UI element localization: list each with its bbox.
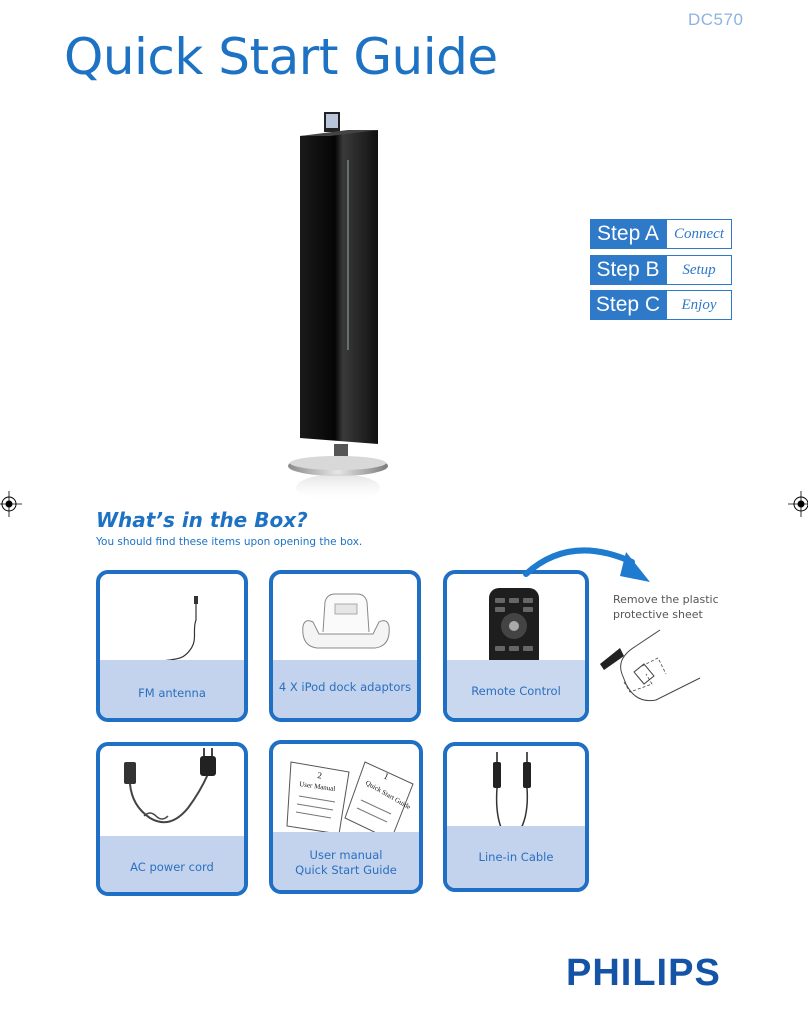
- step-b-label: Step B: [590, 255, 666, 285]
- section-title: What’s in the Box?: [96, 508, 308, 532]
- step-c-label: Step C: [590, 290, 666, 320]
- product-image: [288, 112, 388, 502]
- step-a-sub: Connect: [666, 219, 732, 249]
- item-line-in-cable: Line-in Cable: [443, 742, 589, 892]
- section-subtitle: You should find these items upon opening…: [96, 536, 363, 548]
- item-remote-control: Remote Control: [443, 570, 589, 722]
- manual-icon: 2 User Manual 1 Quick Start Guide: [286, 761, 414, 841]
- item-caption: FM antenna: [138, 686, 206, 700]
- manual-number: 1: [382, 771, 390, 782]
- item-ac-power-cord: AC power cord: [96, 742, 248, 896]
- item-caption: Line-in Cable: [478, 850, 554, 864]
- step-a: Step A Connect: [590, 219, 732, 249]
- brand-logo: PHILIPS: [566, 952, 721, 994]
- step-a-label: Step A: [590, 219, 666, 249]
- step-b: Step B Setup: [590, 255, 732, 285]
- item-fm-antenna: FM antenna: [96, 570, 248, 722]
- manual-number: 2: [317, 770, 323, 781]
- registration-mark-icon: [788, 491, 808, 517]
- item-caption: AC power cord: [130, 860, 214, 874]
- registration-mark-icon: [0, 491, 22, 517]
- model-number: DC570: [688, 10, 744, 29]
- step-b-sub: Setup: [666, 255, 732, 285]
- step-c: Step C Enjoy: [590, 290, 732, 320]
- page-title: Quick Start Guide: [64, 28, 498, 86]
- item-dock-adaptors: 4 X iPod dock adaptors: [269, 570, 421, 722]
- step-c-sub: Enjoy: [666, 290, 732, 320]
- curved-arrow-icon: [523, 547, 650, 582]
- item-caption: User manual: [309, 848, 383, 862]
- item-caption: 4 X iPod dock adaptors: [278, 680, 412, 694]
- remove-sheet-note: Remove the plastic protective sheet: [613, 592, 719, 622]
- item-caption: Remote Control: [471, 684, 561, 698]
- remote-control-icon: [489, 588, 539, 678]
- dock-adaptor-icon: [302, 593, 390, 649]
- power-cord-icon: [124, 748, 216, 824]
- item-user-manual: 2 User Manual 1 Quick Start Guide User m…: [269, 740, 423, 894]
- remote-sheet-detail-icon: [600, 629, 701, 702]
- item-caption: Quick Start Guide: [295, 863, 397, 877]
- note-line: Remove the plastic: [613, 593, 719, 606]
- note-line: protective sheet: [613, 608, 703, 621]
